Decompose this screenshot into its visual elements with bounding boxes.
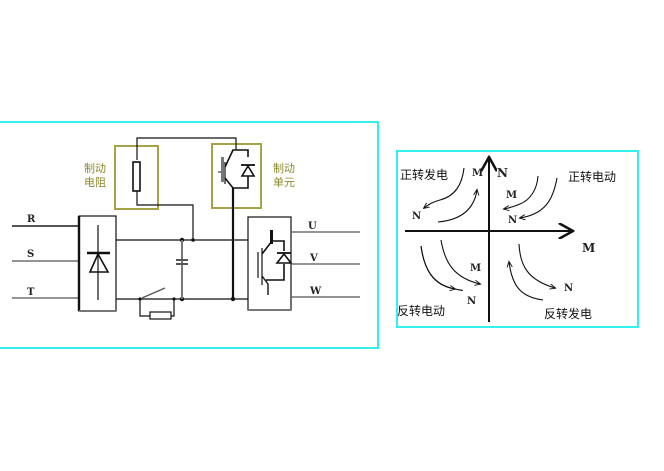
brake-resistor-label-2: 电阻 [84, 176, 106, 189]
dc-capacitor-icon [176, 240, 188, 299]
q3-curve-label-m: M [470, 263, 481, 274]
quadrant-panel: N M 正转发电 M N 正转电动 M N 反转电动 M N 反转发电 N [396, 150, 639, 328]
y-axis-label: N [497, 166, 508, 180]
circuit-panel-border [0, 121, 379, 349]
quadrant-label-reverse-motoring: 反转电动 [397, 303, 445, 318]
inverter-block [247, 216, 293, 311]
x-axis-label: M [582, 241, 595, 255]
q1-curve-label-m: M [506, 190, 517, 201]
brake-unit-label-1: 制动 [273, 162, 295, 175]
q1-curve-label-n: N [508, 215, 517, 226]
input-label-s: S [27, 249, 34, 260]
output-label-w: W [309, 286, 322, 297]
quadrant-label-reverse-generating: 反转发电 [544, 306, 592, 321]
quadrant-label-forward-generating: 正转发电 [400, 167, 448, 182]
input-label-t: T [27, 287, 35, 298]
brake-resistor-icon [132, 161, 141, 192]
q2-curve-label-m: M [472, 168, 483, 179]
output-label-v: V [309, 253, 318, 264]
brake-igbt-icon [218, 149, 256, 189]
brake-unit-label-2: 单元 [273, 176, 295, 189]
q3-curve-label-n: N [467, 296, 476, 307]
q4-curve-label-n: N [564, 283, 573, 294]
precharge-switch-icon [138, 287, 176, 320]
output-label-u: U [308, 221, 317, 232]
q2-curve-label-n: N [412, 211, 421, 222]
quadrant-label-forward-motoring: 正转电动 [568, 169, 616, 184]
rectifier-block [77, 215, 117, 312]
input-label-r: R [27, 214, 36, 225]
brake-loop-wire [136, 137, 237, 160]
quadrant-panel-border [396, 150, 639, 328]
brake-resistor-label-1: 制动 [84, 162, 106, 175]
circuit-panel: 制动 电阻 制动 单元 R S T [0, 121, 379, 349]
